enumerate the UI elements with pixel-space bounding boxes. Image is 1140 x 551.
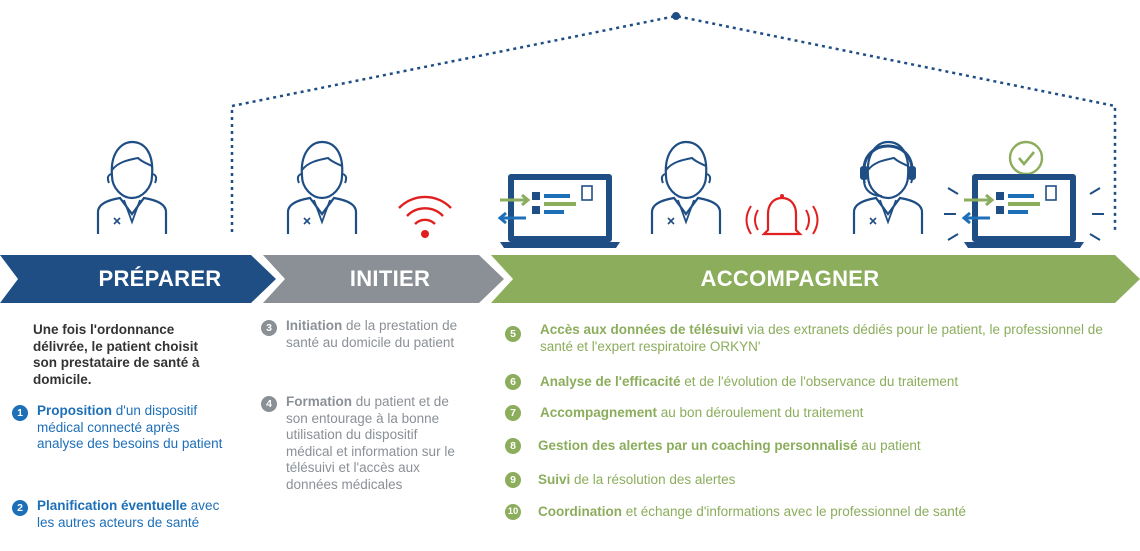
step-number-badge: 5 <box>505 326 521 342</box>
phase-label-preparer: PRÉPARER <box>98 266 222 291</box>
step-description: via des extranets dédiés pour le patient… <box>540 322 1103 354</box>
connector-node <box>672 12 680 20</box>
phase-arrow-accompagner <box>491 255 1140 303</box>
step-title: Planification éventuelle <box>37 498 188 513</box>
step-number-badge: 7 <box>505 405 521 421</box>
glow-rays <box>944 187 1104 241</box>
step-number-badge: 4 <box>261 396 277 412</box>
step-title: Suivi <box>538 472 571 487</box>
step-number-badge: 8 <box>505 438 521 454</box>
step-title: Gestion des alertes par un coaching pers… <box>538 438 858 453</box>
step-description: et de l'évolution de l'observance du tra… <box>680 374 959 389</box>
step-number-badge: 1 <box>12 405 28 421</box>
step-title: Accès aux données de télésuivi <box>540 322 744 337</box>
step-title: Formation <box>286 394 352 409</box>
step-description: au bon déroulement du traitement <box>657 405 864 420</box>
step-description: du patient et de son entourage à la bonn… <box>286 394 455 492</box>
step-description: et échange d'informations avec le profes… <box>622 504 967 519</box>
bell-alert-icon <box>745 194 819 236</box>
step-number-badge: 3 <box>261 320 277 336</box>
step-description: d'un dispositif médical connecté après a… <box>37 403 223 451</box>
phase-arrow-preparer <box>0 255 276 303</box>
step-description: avec les autres acteurs de santé <box>37 498 220 530</box>
headset-operator-icon <box>852 140 924 236</box>
step-title: Proposition <box>37 403 112 418</box>
step-number-badge: 10 <box>505 504 521 520</box>
preparer-intro: Une fois l'ordonnance délivrée, le patie… <box>33 322 200 387</box>
step-description: de la résolution des alertes <box>570 472 736 487</box>
step-description: de la prestation de santé au domicile du… <box>286 318 458 350</box>
step-title: Coordination <box>538 504 622 519</box>
wifi-signal-icon <box>398 195 452 238</box>
phase-label-initier: INITIER <box>349 266 431 291</box>
step-title: Analyse de l'efficacité <box>540 374 681 389</box>
step-number-badge: 9 <box>505 472 521 488</box>
step-title: Initiation <box>286 318 343 333</box>
step-number-badge: 2 <box>12 500 28 516</box>
step-description: au patient <box>857 438 921 453</box>
phase-banner <box>0 255 1140 303</box>
phase-arrow-initier <box>263 255 504 303</box>
step-number-badge: 6 <box>505 374 521 390</box>
step-title: Accompagnement <box>540 405 658 420</box>
phase-label-accompagner: ACCOMPAGNER <box>700 266 880 291</box>
dotted-connector <box>230 12 1117 232</box>
